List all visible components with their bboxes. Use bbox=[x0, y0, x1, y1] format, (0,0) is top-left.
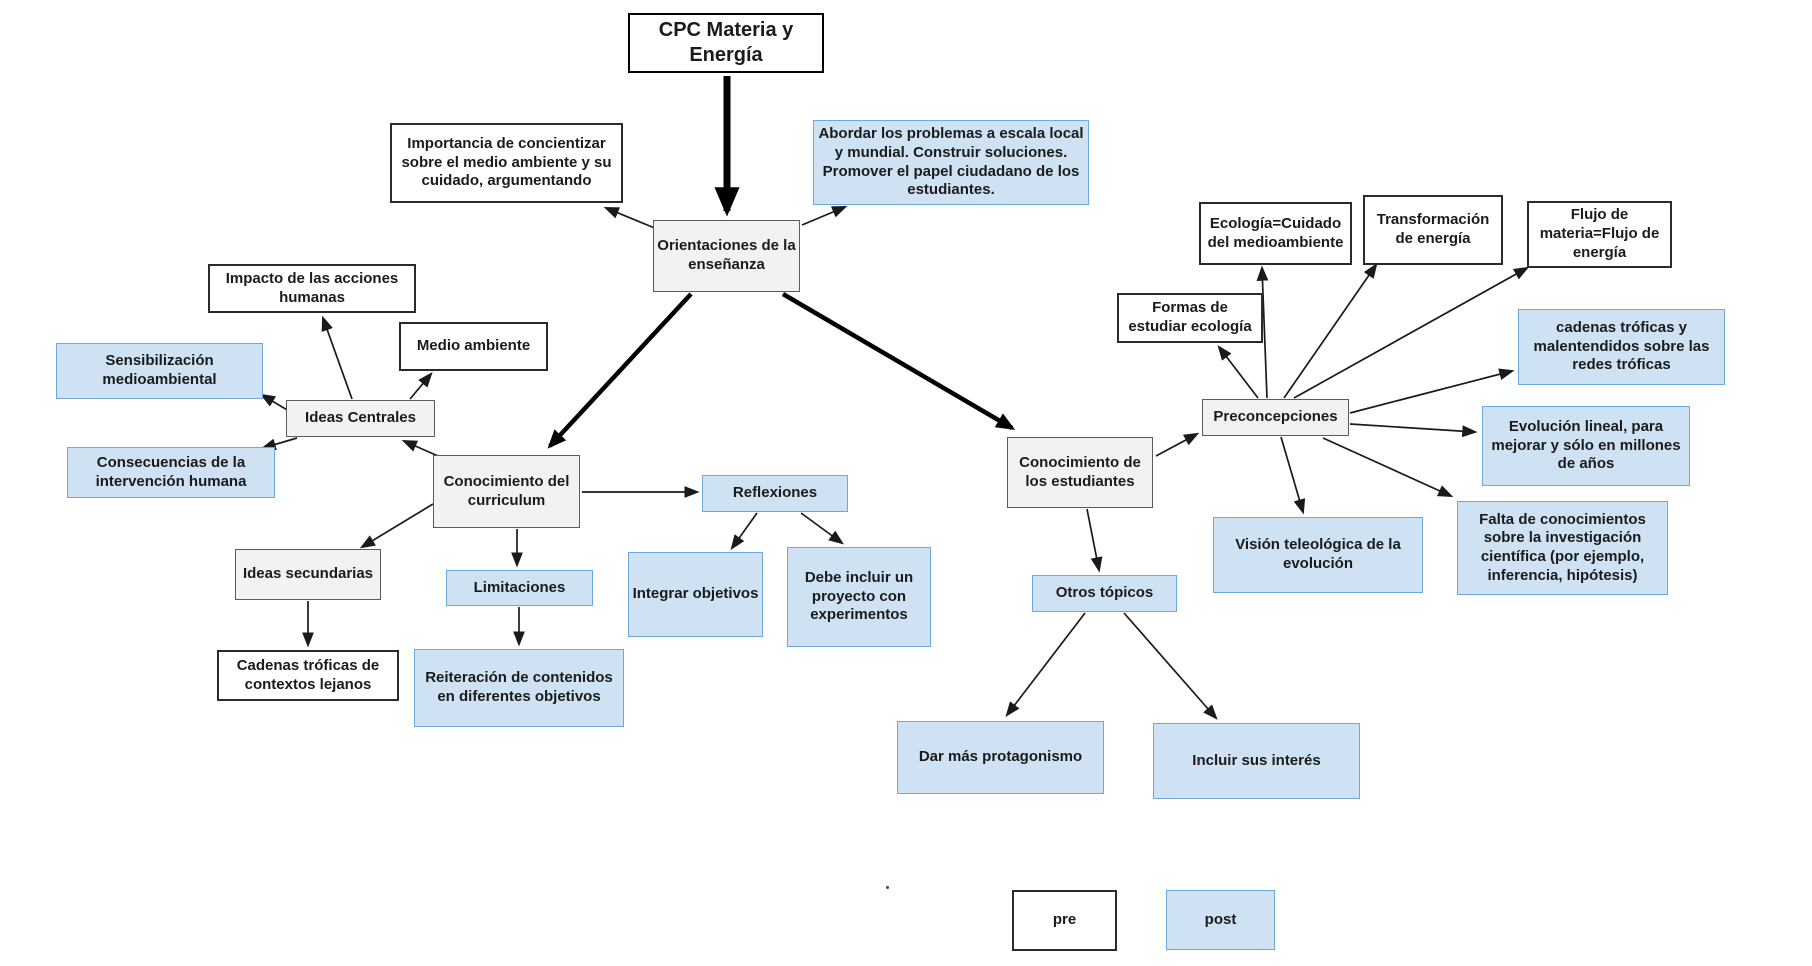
edge-preconcepciones-falta bbox=[1322, 437, 1454, 498]
node-abordar: Abordar los problemas a escala local y m… bbox=[813, 120, 1089, 205]
edge-preconcepciones-vision bbox=[1280, 436, 1306, 515]
node-otros-topicos: Otros tópicos bbox=[1032, 575, 1177, 612]
node-consecuencias: Consecuencias de la intervención humana bbox=[67, 447, 275, 498]
edge-reflexiones-integrar bbox=[730, 512, 758, 551]
edge-curriculum-centrales bbox=[401, 439, 439, 457]
node-incluir-interes: Incluir sus interés bbox=[1153, 723, 1360, 799]
node-reiteracion: Reiteración de contenidos en diferentes … bbox=[414, 649, 624, 727]
node-ideas-secundarias: Ideas secundarias bbox=[235, 549, 381, 600]
edge-preconcepciones-evolucion bbox=[1349, 423, 1478, 438]
node-importancia: Importancia de concientizar sobre el med… bbox=[390, 123, 623, 203]
edge-reflexiones-debe-incluir bbox=[800, 512, 845, 545]
node-vision-teleologica: Visión teleológica de la evolución bbox=[1213, 517, 1423, 593]
node-orientaciones: Orientaciones de la enseñanza bbox=[653, 220, 800, 292]
edge-centrales-sensibilizacion bbox=[259, 393, 290, 412]
legend-post-box: post bbox=[1166, 890, 1275, 950]
node-medio-ambiente: Medio ambiente bbox=[399, 322, 548, 371]
node-sensibilizacion: Sensibilización medioambiental bbox=[56, 343, 263, 399]
node-ideas-centrales: Ideas Centrales bbox=[286, 400, 435, 437]
edge-preconcepciones-flujo bbox=[1293, 266, 1530, 399]
node-preconcepciones: Preconcepciones bbox=[1202, 399, 1349, 436]
edge-preconcepciones-formas bbox=[1217, 344, 1259, 399]
node-impacto: Impacto de las acciones humanas bbox=[208, 264, 416, 313]
node-formas-ecologia: Formas de estudiar ecología bbox=[1117, 293, 1263, 343]
node-conocimiento-curriculum: Conocimiento del curriculum bbox=[433, 455, 580, 528]
edge-orientaciones-abordar bbox=[801, 206, 848, 226]
node-limitaciones: Limitaciones bbox=[446, 570, 593, 606]
edge-otros-dar-protagonismo bbox=[1005, 612, 1086, 718]
stray-dot bbox=[886, 886, 889, 889]
edge-estudiantes-otros-topicos bbox=[1086, 508, 1103, 573]
node-evolucion-lineal: Evolución lineal, para mejorar y sólo en… bbox=[1482, 406, 1690, 486]
node-conocimiento-estudiantes: Conocimiento de los estudiantes bbox=[1007, 437, 1153, 508]
edge-orientaciones-estudiantes bbox=[781, 292, 1016, 430]
node-title: CPC Materia y Energía bbox=[628, 13, 824, 73]
node-integrar-objetivos: Integrar objetivos bbox=[628, 552, 763, 637]
edge-preconcepciones-ecologia bbox=[1256, 265, 1269, 399]
node-ecologia-cuidado: Ecología=Cuidado del medioambiente bbox=[1199, 202, 1352, 265]
edge-curriculum-secundarias bbox=[359, 503, 434, 549]
edge-orientaciones-curriculum bbox=[547, 292, 693, 449]
edge-centrales-impacto bbox=[321, 315, 353, 400]
node-flujo-materia: Flujo de materia=Flujo de energía bbox=[1527, 201, 1672, 268]
node-cadenas-contextos: Cadenas tróficas de contextos lejanos bbox=[217, 650, 399, 701]
node-reflexiones: Reflexiones bbox=[702, 475, 848, 512]
node-dar-protagonismo: Dar más protagonismo bbox=[897, 721, 1104, 794]
edge-estudiantes-preconcepciones bbox=[1155, 432, 1200, 457]
edge-centrales-medio-ambiente bbox=[409, 372, 433, 400]
edge-preconcepciones-transformacion bbox=[1283, 262, 1378, 399]
node-cadenas-redes: cadenas tróficas y malentendidos sobre l… bbox=[1518, 309, 1725, 385]
node-debe-incluir: Debe incluir un proyecto con experimento… bbox=[787, 547, 931, 647]
edge-centrales-consecuencias bbox=[260, 437, 298, 451]
node-transformacion-energia: Transformación de energía bbox=[1363, 195, 1503, 265]
node-falta-conocimientos: Falta de conocimientos sobre la investig… bbox=[1457, 501, 1668, 595]
edge-otros-incluir-interes bbox=[1123, 612, 1218, 720]
edge-orientaciones-importancia bbox=[603, 207, 658, 230]
legend-pre-box: pre bbox=[1012, 890, 1117, 951]
edge-preconcepciones-cadenas-redes bbox=[1349, 368, 1515, 414]
